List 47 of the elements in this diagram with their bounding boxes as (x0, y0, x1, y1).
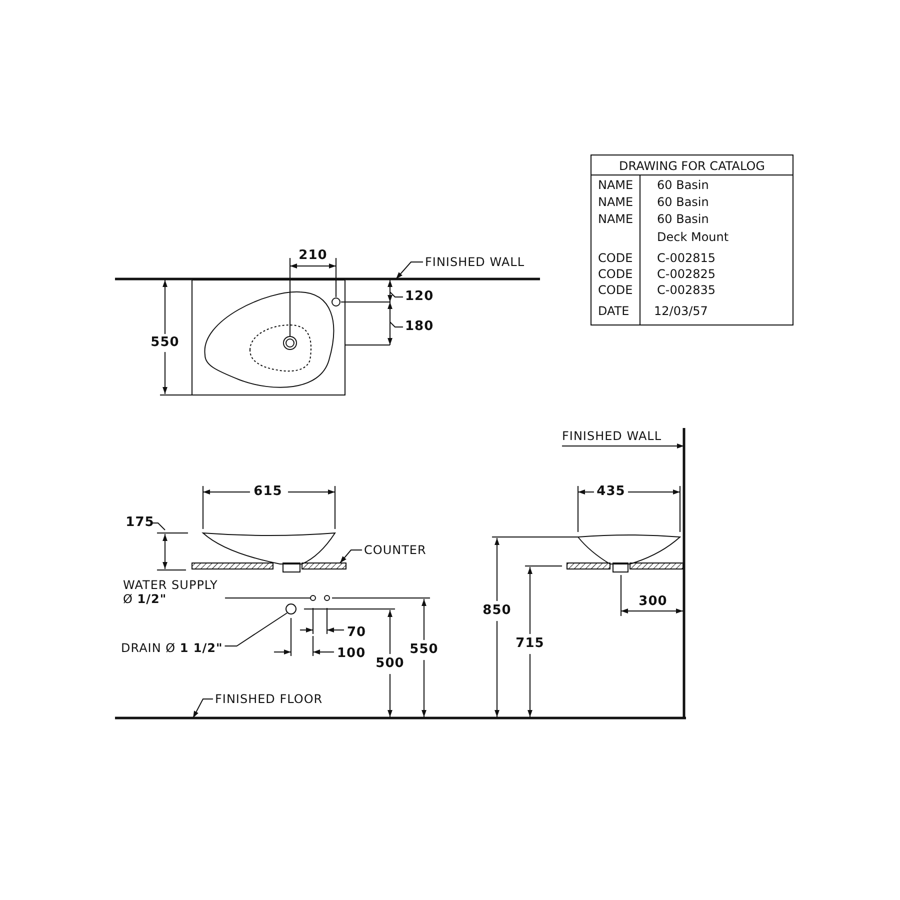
field-name: NAME (598, 178, 634, 192)
dimension-value: 180 (405, 320, 434, 334)
dimension-value: 175 (126, 516, 154, 530)
callout-text: FINISHED WALL (425, 255, 525, 269)
dimension-value: 120 (405, 290, 434, 304)
dimension-value: 210 (298, 249, 328, 263)
field-value: Deck Mount (657, 230, 729, 244)
wall-line (115, 278, 540, 280)
field-value: C-002835 (657, 283, 716, 297)
field-name: NAME (598, 195, 634, 209)
leader-line (224, 612, 288, 646)
field-value: 60 Basin (657, 212, 709, 226)
field-value: 60 Basin (657, 195, 709, 209)
drain-hole-icon (286, 604, 296, 614)
dimension-value: 435 (596, 485, 626, 499)
dimension-value: 70 (347, 626, 366, 640)
field-value: C-002825 (657, 267, 716, 281)
field-name: NAME (598, 212, 634, 226)
dimension-value: 715 (516, 637, 544, 651)
counter-slab (192, 562, 346, 570)
field-value: 12/03/57 (654, 304, 708, 318)
callout-text: COUNTER (364, 543, 426, 557)
dimension-value: 850 (482, 604, 512, 618)
callout-text: WATER SUPPLY Ø 1/2" (123, 578, 223, 606)
leader-line (340, 550, 362, 564)
callout-text: FINISHED WALL (562, 429, 662, 443)
dimension-value: 615 (254, 485, 282, 499)
leader-line (562, 444, 684, 448)
floor-line (115, 716, 686, 720)
wall-line (682, 428, 686, 719)
supply-holes-icon (310, 595, 330, 601)
leader-line (192, 698, 214, 718)
field-name: CODE (598, 283, 633, 297)
dimension-value: 550 (410, 643, 438, 657)
field-value: C-002815 (657, 251, 716, 265)
callout-text: FINISHED FLOOR (215, 692, 323, 706)
leader-line (396, 262, 424, 280)
field-name: CODE (598, 251, 633, 265)
dimension-value: 300 (638, 595, 668, 609)
callout-text: DRAIN Ø 1 1/2" (121, 641, 223, 655)
field-name: CODE (598, 267, 633, 281)
table-heading: DRAWING FOR CATALOG (619, 159, 765, 173)
dimension-value: 100 (337, 647, 366, 661)
field-value: 60 Basin (657, 178, 709, 192)
dimension-value: 500 (376, 657, 404, 671)
field-name: DATE (598, 304, 630, 318)
dimension-value: 550 (150, 336, 180, 350)
